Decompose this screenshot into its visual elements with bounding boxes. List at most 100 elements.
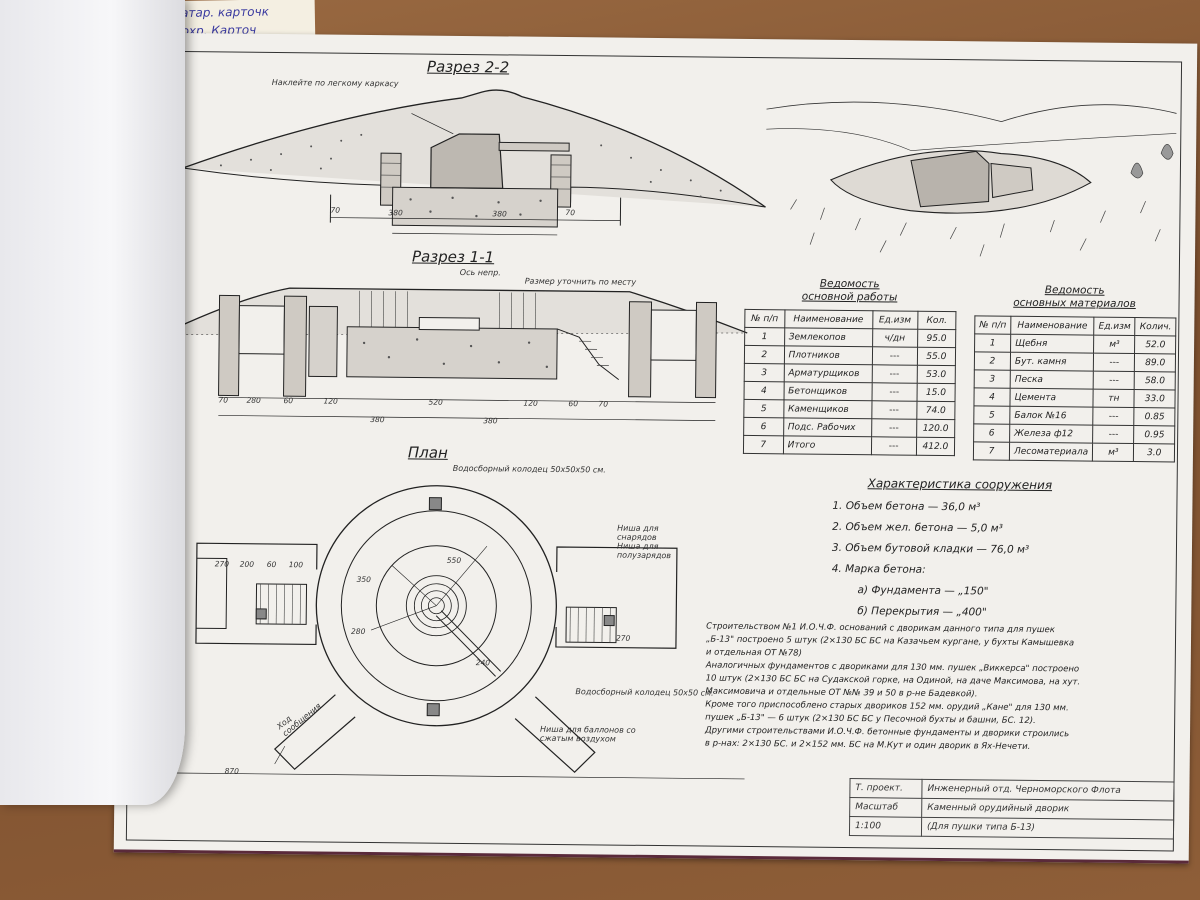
table-cell: Лесоматериала bbox=[1009, 442, 1093, 462]
dim-plan-60: 60 bbox=[266, 559, 277, 570]
table-cell: 120.0 bbox=[916, 419, 955, 438]
dim-11-9: 60 bbox=[568, 399, 579, 409]
perspective-sketch bbox=[766, 101, 1177, 257]
dim-22-3: 380 bbox=[492, 209, 507, 219]
dim-11-3: 60 bbox=[283, 396, 294, 406]
table-cell: 52.0 bbox=[1134, 335, 1176, 354]
table-cell: Подс. Рабочих bbox=[783, 417, 872, 437]
table-cell: 33.0 bbox=[1134, 389, 1176, 408]
table-cell: м³ bbox=[1093, 335, 1136, 354]
table-cell: Щебня bbox=[1010, 334, 1094, 354]
table-cell: Песка bbox=[1010, 370, 1094, 390]
characteristic-item: 1. Объем бетона — 36,0 м³ bbox=[832, 499, 981, 514]
table-cell: --- bbox=[871, 346, 918, 366]
materials-table-caption-2: основных материалов bbox=[1013, 296, 1136, 311]
table-cell: 4 bbox=[973, 387, 1011, 407]
table-header-cell: Ед.изм bbox=[1093, 317, 1136, 336]
table-cell: --- bbox=[871, 400, 917, 420]
table-cell: 89.0 bbox=[1134, 353, 1176, 372]
dim-11-7: 380 bbox=[483, 416, 498, 426]
dim-plan-280: 280 bbox=[351, 626, 366, 636]
dim-11-1: 70 bbox=[218, 395, 229, 405]
table-cell: ч/дн bbox=[872, 328, 918, 348]
dim-plan-100: 100 bbox=[288, 560, 304, 570]
table-cell: --- bbox=[1092, 425, 1135, 444]
dim-plan-240: 240 bbox=[475, 658, 491, 668]
table-header-cell: Ед.изм bbox=[872, 310, 918, 330]
table-cell: --- bbox=[871, 418, 917, 438]
label-water-drain-1: Водосборный колодец 50х50х50 см. bbox=[452, 463, 606, 475]
title-block-cell: (Для пушки типа Б-13) bbox=[921, 817, 1174, 839]
table-cell: 74.0 bbox=[916, 401, 956, 420]
sticker-line-1: Батар. карточк bbox=[172, 4, 270, 21]
dim-22-4: 70 bbox=[565, 208, 576, 218]
table-cell: 4 bbox=[744, 381, 784, 400]
table-cell: 3 bbox=[974, 369, 1011, 389]
table-cell: Каменщиков bbox=[783, 399, 872, 419]
table-cell: 2 bbox=[974, 351, 1011, 371]
table-cell: 5 bbox=[743, 399, 784, 418]
table-cell: 53.0 bbox=[916, 365, 956, 384]
work-table-caption-2: основной работы bbox=[801, 290, 898, 304]
title-block-cell: Т. проект. bbox=[849, 778, 923, 799]
dim-11-6: 520 bbox=[428, 397, 443, 407]
materials-table-caption: Ведомость основных материалов bbox=[979, 283, 1169, 311]
dim-22-1: 70 bbox=[330, 205, 341, 215]
plan-drawing bbox=[164, 485, 745, 780]
characteristic-item: 4. Марка бетона: bbox=[831, 562, 926, 576]
characteristic-item: б) Перекрытия — „400" bbox=[857, 605, 987, 619]
table-cell: --- bbox=[871, 364, 918, 384]
table-cell: м³ bbox=[1092, 443, 1135, 462]
characteristic-item: 2. Объем жел. бетона — 5,0 м³ bbox=[832, 520, 1003, 535]
table-cell: 95.0 bbox=[917, 329, 956, 348]
table-header-cell: Наименование bbox=[784, 309, 873, 329]
table-cell: --- bbox=[1092, 407, 1135, 426]
table-cell: --- bbox=[1093, 371, 1135, 390]
table-cell: 5 bbox=[973, 405, 1010, 425]
table-cell: 3 bbox=[744, 363, 784, 382]
label-niche-cylinders: Ниша для баллонов со сжатым воздухом bbox=[539, 724, 636, 744]
dim-plan-270b: 270 bbox=[615, 633, 631, 643]
drawing-sheet: Разрез 2-2 Наклейте по легкому каркасу 7… bbox=[113, 32, 1198, 864]
dim-11-2: 280 bbox=[246, 395, 261, 405]
dim-plan-870: 870 bbox=[224, 766, 239, 776]
dim-11-4: 120 bbox=[323, 396, 338, 406]
left-album-page bbox=[0, 0, 185, 805]
table-cell: Итого bbox=[783, 435, 872, 455]
table-cell: 1 bbox=[744, 327, 785, 346]
characteristics-list: 1. Объем бетона — 36,0 м³ 2. Объем жел. … bbox=[831, 496, 1030, 624]
section-1-1-drawing bbox=[160, 287, 748, 421]
table-cell: 0.95 bbox=[1134, 425, 1175, 444]
table-header-cell: Колич. bbox=[1135, 317, 1177, 336]
table-cell: --- bbox=[871, 382, 917, 402]
table-cell: 7 bbox=[743, 435, 784, 454]
table-cell: 1 bbox=[974, 333, 1011, 353]
dim-11-8: 120 bbox=[523, 398, 538, 408]
characteristics-title: Характеристика сооружения bbox=[867, 476, 1053, 493]
table-header-cell: Наименование bbox=[1010, 316, 1095, 336]
table-cell: Плотников bbox=[783, 345, 873, 365]
table-cell: Землекопов bbox=[784, 327, 873, 347]
table-cell: Балок №16 bbox=[1009, 406, 1094, 426]
table-cell: 3.0 bbox=[1133, 443, 1175, 462]
table-cell: --- bbox=[1093, 353, 1135, 372]
title-block: Т. проект. Инженерный отд. Черноморского… bbox=[849, 778, 1175, 839]
table-cell: Арматурщиков bbox=[783, 363, 872, 383]
table-cell: 55.0 bbox=[917, 347, 956, 366]
dim-plan-350: 350 bbox=[356, 574, 371, 585]
table-cell: Цемента bbox=[1009, 388, 1094, 408]
dim-plan-270a: 270 bbox=[214, 559, 230, 569]
work-table-caption: Ведомость основной работы bbox=[750, 277, 950, 305]
